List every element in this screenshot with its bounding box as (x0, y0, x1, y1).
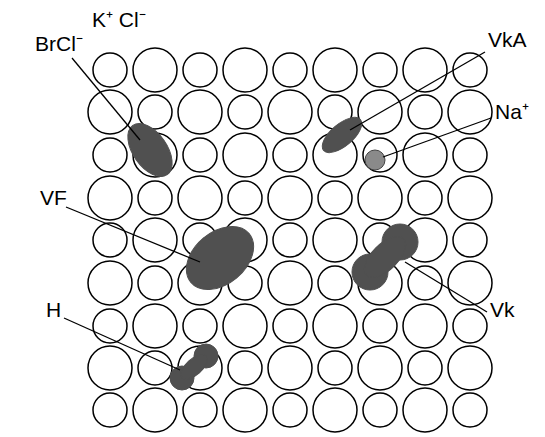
ion-circle (363, 138, 397, 172)
ion-circle (273, 223, 307, 257)
lattice-defects (119, 111, 418, 390)
ion-circle (183, 393, 217, 427)
ion-circle (223, 48, 267, 92)
defect-label: Vk (490, 298, 515, 321)
ion-circle (183, 53, 217, 87)
ion-circle (133, 48, 177, 92)
ion-circle (363, 309, 397, 343)
ion-circle (453, 138, 487, 172)
ion-circle (273, 138, 307, 172)
ion-circle (93, 393, 127, 427)
ion-circle (93, 309, 127, 343)
ion-circle (273, 393, 307, 427)
ion-circle (178, 90, 222, 134)
ion-circle (408, 266, 442, 300)
ion-circle (273, 53, 307, 87)
defect-label: VF (40, 186, 67, 209)
ion-circle (183, 309, 217, 343)
ion-circle (133, 388, 177, 432)
ion-circle (453, 393, 487, 427)
ion-circle (313, 218, 357, 262)
ion-circle (223, 388, 267, 432)
vka-defect (317, 111, 368, 159)
vf-defect (174, 214, 266, 303)
ion-circle (88, 261, 132, 305)
ion-circle (448, 261, 492, 305)
ion-circle (178, 176, 222, 220)
defect-label: H (46, 298, 61, 321)
ion-circle (228, 351, 262, 385)
leader-lines (64, 52, 491, 370)
ion-circle (223, 133, 267, 177)
ion-circle (268, 346, 312, 390)
ion-circle (363, 53, 397, 87)
ion-circle (318, 181, 352, 215)
ion-circle (88, 346, 132, 390)
ion-circle (268, 261, 312, 305)
ion-circle (88, 176, 132, 220)
ion-circle (403, 304, 447, 348)
h-defect (170, 344, 218, 390)
ion-circle (453, 223, 487, 257)
ion-circle (273, 309, 307, 343)
ion-circle (268, 176, 312, 220)
ion-circle (133, 218, 177, 262)
ion-circle (453, 53, 487, 87)
ion-circle (403, 388, 447, 432)
ion-circle (133, 304, 177, 348)
na-ion (365, 150, 385, 170)
leader-line (72, 58, 140, 140)
ion-circle (318, 351, 352, 385)
ion-circle (138, 266, 172, 300)
ion-circle (358, 176, 402, 220)
ion-circle (363, 393, 397, 427)
ion-circle (93, 223, 127, 257)
ion-circle (408, 181, 442, 215)
ion-circle (183, 138, 217, 172)
ion-circle (408, 351, 442, 385)
ion-circle (403, 133, 447, 177)
ion-circle (318, 266, 352, 300)
ion-circle (268, 90, 312, 134)
ion-circle (448, 346, 492, 390)
leader-line (64, 318, 180, 370)
defect-label: BrCl⁻ (35, 32, 83, 55)
ion-circle (313, 388, 357, 432)
ion-circle (408, 95, 442, 129)
ion-circle (228, 181, 262, 215)
leader-line (383, 118, 491, 157)
ion-lattice (88, 48, 492, 432)
defect-label: VkA (488, 28, 527, 51)
ion-circle (358, 346, 402, 390)
ion-circle (93, 53, 127, 87)
ion-circle (138, 351, 172, 385)
ion-circle (448, 90, 492, 134)
ion-circle (223, 304, 267, 348)
ion-circle (448, 176, 492, 220)
leader-line (66, 207, 200, 262)
ion-circle (453, 309, 487, 343)
ion-circle (88, 90, 132, 134)
defect-label: Na⁺ (495, 100, 529, 123)
ion-circle (228, 95, 262, 129)
ion-circle (93, 138, 127, 172)
vk-defect (352, 224, 418, 290)
ion-circle (138, 181, 172, 215)
leader-line (350, 52, 485, 130)
ion-circle (313, 48, 357, 92)
defect-label: K⁺ Cl⁻ (92, 8, 146, 31)
ion-circle (403, 48, 447, 92)
leader-line (405, 262, 487, 312)
ion-circle (313, 304, 357, 348)
